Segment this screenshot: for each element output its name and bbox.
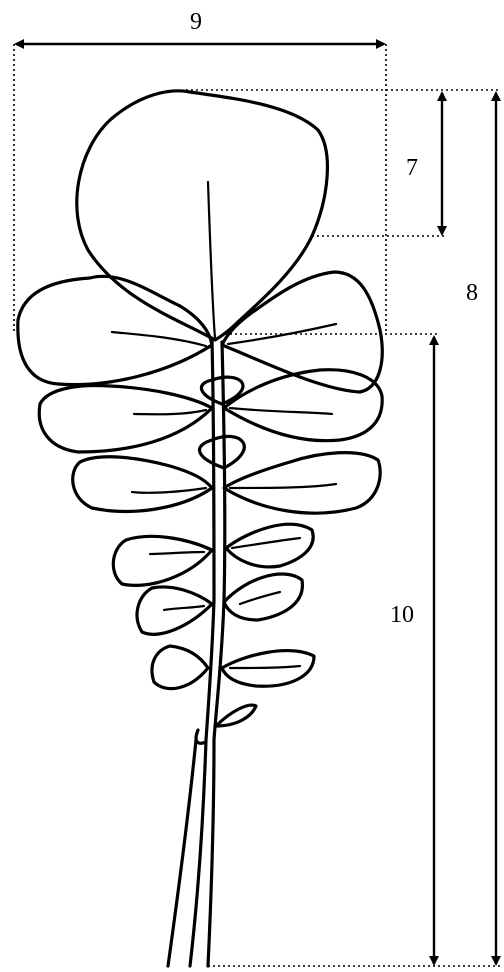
leaflet-left-6 bbox=[152, 646, 208, 689]
terminal-leaflet bbox=[77, 91, 328, 340]
label-9: 9 bbox=[190, 9, 202, 35]
leaflet-left-2 bbox=[39, 386, 212, 452]
leaflet-left-3 bbox=[73, 457, 212, 512]
leaflet-left-4 bbox=[113, 536, 212, 585]
leaflet-right-7 bbox=[216, 705, 256, 726]
terminal-midrib bbox=[208, 182, 215, 338]
label-7: 7 bbox=[406, 155, 418, 181]
leaflet-left-5 bbox=[137, 587, 212, 634]
leaflet-right-2 bbox=[224, 370, 382, 441]
stipule bbox=[196, 730, 206, 743]
leaflet-right-3 bbox=[224, 453, 380, 514]
leaflet-mid-3 bbox=[200, 436, 245, 468]
leaf-drawing bbox=[18, 91, 382, 966]
petiole-left bbox=[168, 740, 196, 966]
label-8: 8 bbox=[466, 280, 478, 306]
leaflet-left-1 bbox=[18, 276, 212, 384]
leaflet-right-4 bbox=[226, 524, 313, 567]
label-10: 10 bbox=[390, 602, 414, 628]
